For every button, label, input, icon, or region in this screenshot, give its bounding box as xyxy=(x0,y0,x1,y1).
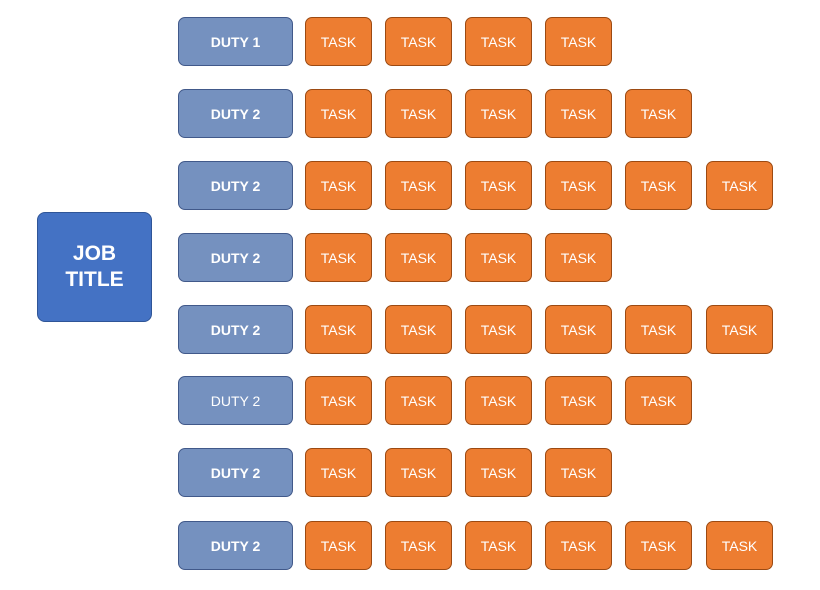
task-box: TASK xyxy=(706,161,773,210)
task-box: TASK xyxy=(305,161,372,210)
task-box: TASK xyxy=(465,448,532,497)
task-box: TASK xyxy=(305,448,372,497)
task-box: TASK xyxy=(385,233,452,282)
task-box: TASK xyxy=(465,305,532,354)
task-box: TASK xyxy=(545,89,612,138)
task-box: TASK xyxy=(625,521,692,570)
duty-box: DUTY 2 xyxy=(178,448,293,497)
task-box: TASK xyxy=(545,305,612,354)
task-box: TASK xyxy=(465,17,532,66)
task-box: TASK xyxy=(465,521,532,570)
duty-box: DUTY 2 xyxy=(178,89,293,138)
task-box: TASK xyxy=(385,305,452,354)
task-box: TASK xyxy=(385,161,452,210)
duty-box: DUTY 1 xyxy=(178,17,293,66)
task-box: TASK xyxy=(625,376,692,425)
task-box: TASK xyxy=(625,305,692,354)
task-box: TASK xyxy=(545,161,612,210)
duty-box: DUTY 2 xyxy=(178,376,293,425)
task-box: TASK xyxy=(465,233,532,282)
duty-box: DUTY 2 xyxy=(178,161,293,210)
task-box: TASK xyxy=(305,233,372,282)
task-box: TASK xyxy=(706,521,773,570)
task-box: TASK xyxy=(545,17,612,66)
task-box: TASK xyxy=(305,376,372,425)
task-box: TASK xyxy=(625,161,692,210)
task-box: TASK xyxy=(305,17,372,66)
task-box: TASK xyxy=(545,376,612,425)
task-box: TASK xyxy=(385,448,452,497)
task-box: TASK xyxy=(305,89,372,138)
task-box: TASK xyxy=(385,376,452,425)
task-box: TASK xyxy=(385,521,452,570)
task-box: TASK xyxy=(545,521,612,570)
task-box: TASK xyxy=(305,521,372,570)
duty-box: DUTY 2 xyxy=(178,521,293,570)
task-box: TASK xyxy=(465,161,532,210)
job-title-box: JOB TITLE xyxy=(37,212,152,322)
task-box: TASK xyxy=(706,305,773,354)
task-box: TASK xyxy=(465,376,532,425)
duty-box: DUTY 2 xyxy=(178,305,293,354)
task-box: TASK xyxy=(305,305,372,354)
task-box: TASK xyxy=(385,89,452,138)
task-box: TASK xyxy=(545,448,612,497)
task-box: TASK xyxy=(465,89,532,138)
task-box: TASK xyxy=(545,233,612,282)
duty-box: DUTY 2 xyxy=(178,233,293,282)
task-box: TASK xyxy=(625,89,692,138)
task-box: TASK xyxy=(385,17,452,66)
